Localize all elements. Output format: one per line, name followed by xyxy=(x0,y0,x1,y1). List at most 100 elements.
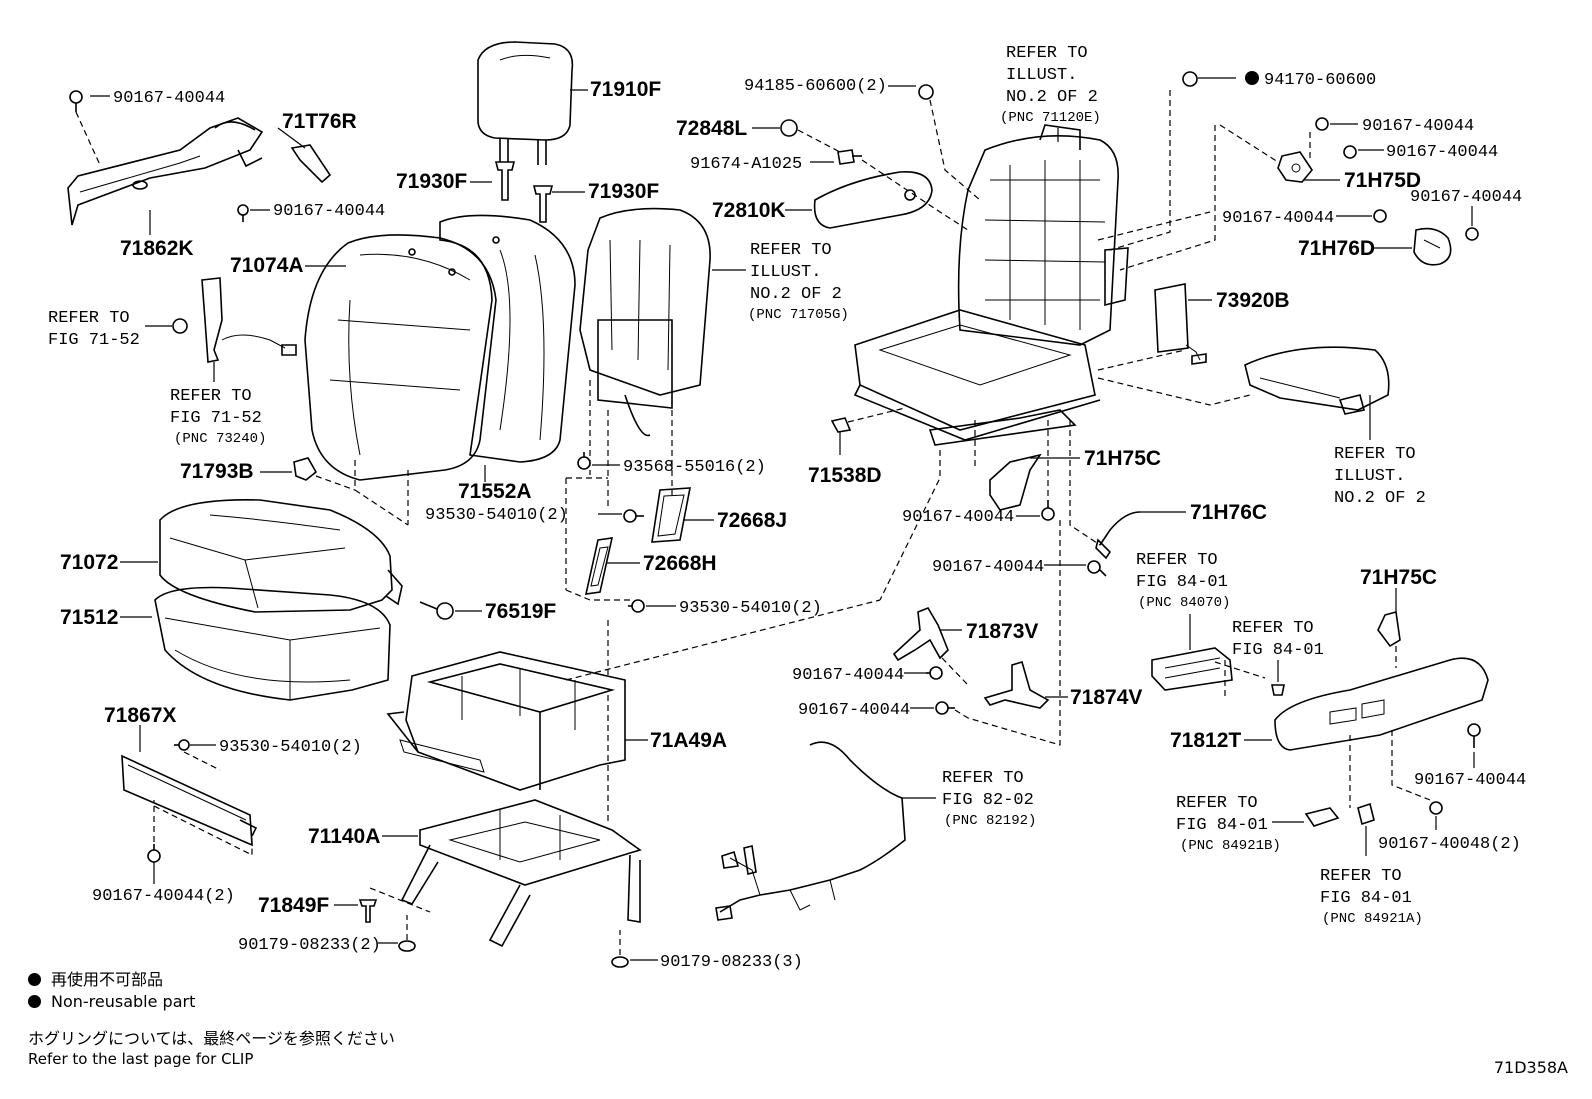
bolt-90167-topleft xyxy=(69,90,83,112)
nut-90179-2 xyxy=(398,940,416,952)
label-refer-illust-705-2: ILLUST. xyxy=(750,263,821,282)
part-71074a-seatback-cover xyxy=(304,234,497,481)
non-reusable-dot xyxy=(1245,71,1259,85)
label-90167-k: 90167-40044 xyxy=(1414,771,1526,790)
label-refer-fig8202-3: (PNC 82192) xyxy=(944,813,1036,829)
label-71072: 71072 xyxy=(60,551,118,574)
label-refer-fig8401-c3: (PNC 84921B) xyxy=(1180,838,1281,854)
bolt-90167-b xyxy=(237,204,249,222)
label-90167-b: 90167-40044 xyxy=(273,202,385,221)
label-73920b: 73920B xyxy=(1216,289,1290,312)
bolt-90167-i xyxy=(1373,209,1387,223)
label-71862k: 71862K xyxy=(120,237,194,260)
label-refer-fig8401-b2: FIG 84-01 xyxy=(1232,641,1324,660)
screw-93568 xyxy=(577,452,591,470)
part-side-cushion xyxy=(1244,346,1390,415)
label-refer-fig8401-a2: FIG 84-01 xyxy=(1136,573,1228,592)
label-71512: 71512 xyxy=(60,606,118,629)
part-71812t-side-shield xyxy=(1274,657,1489,751)
part-71512-seat-pad xyxy=(154,586,391,701)
label-71h75c-a: 71H75C xyxy=(1084,447,1161,470)
bolt-90167-2 xyxy=(147,844,161,863)
label-refer-illust-705-4: (PNC 71705G) xyxy=(748,307,849,323)
label-refer-illust-120-4: (PNC 71120E) xyxy=(1000,110,1101,126)
label-90167-topleft: 90167-40044 xyxy=(113,89,225,108)
part-71862k-side-cover xyxy=(67,117,264,226)
part-seatbelt-buckle xyxy=(172,277,297,363)
label-71h76d: 71H76D xyxy=(1298,237,1375,260)
label-90167-d: 90167-40044 xyxy=(932,558,1044,577)
part-71930f-guide-b xyxy=(532,185,554,223)
label-90167-i: 90167-40044 xyxy=(1222,209,1334,228)
part-71t76r-bracket xyxy=(290,144,332,184)
bolt-91674 xyxy=(837,149,862,165)
label-90167-g: 90167-40044 xyxy=(1362,117,1474,136)
label-71930f-b: 71930F xyxy=(588,180,659,203)
legend-en-nonreusable-text: Non-reusable part xyxy=(51,992,196,1011)
bolt-90167-h xyxy=(1343,145,1357,159)
label-71867x: 71867X xyxy=(104,704,176,727)
label-71538d: 71538D xyxy=(808,464,882,487)
part-71793b-clip xyxy=(293,457,318,481)
label-71552a: 71552A xyxy=(458,480,532,503)
label-refer-fig7152-a1: REFER TO xyxy=(48,309,130,328)
bolt-90167-d xyxy=(1087,560,1107,577)
part-switch-knob xyxy=(1271,684,1285,696)
non-reusable-dot-icon xyxy=(28,973,41,986)
legend-en-clip: Refer to the last page for CLIP xyxy=(28,1050,254,1068)
label-71812t: 71812T xyxy=(1170,729,1241,752)
label-93568: 93568-55016(2) xyxy=(623,458,766,477)
label-refer-illust-r2: ILLUST. xyxy=(1334,467,1405,486)
bolt-90167-48 xyxy=(1429,801,1443,815)
part-71910f-headrest xyxy=(477,41,574,165)
label-refer-fig8401-c1: REFER TO xyxy=(1176,794,1258,813)
part-72848l-knob xyxy=(780,119,798,137)
label-71793b: 71793B xyxy=(180,460,254,483)
label-refer-fig7152-b2: FIG 71-52 xyxy=(170,409,262,428)
part-switch-cover-b xyxy=(1304,807,1340,827)
label-refer-illust-705-1: REFER TO xyxy=(750,241,832,260)
label-refer-fig8401-c2: FIG 84-01 xyxy=(1176,816,1268,835)
part-72668j xyxy=(651,487,691,543)
screw-93530-a xyxy=(623,509,644,523)
diagram-code: 71D358A xyxy=(1493,1058,1568,1077)
bolt-90167-g xyxy=(1315,117,1329,131)
label-refer-fig8401-d3: (PNC 84921A) xyxy=(1322,911,1423,927)
label-94170: 94170-60600 xyxy=(1264,71,1376,90)
part-76519f-plug xyxy=(419,601,454,620)
part-wire-harness xyxy=(715,741,906,921)
part-72668h xyxy=(584,537,614,595)
label-refer-illust-705-3: NO.2 OF 2 xyxy=(750,285,842,304)
screw-93530-c xyxy=(174,739,190,751)
label-71a49a: 71A49A xyxy=(650,729,727,752)
label-refer-fig8401-a3: (PNC 84070) xyxy=(1138,595,1230,611)
label-refer-fig8202-1: REFER TO xyxy=(942,769,1024,788)
label-refer-illust-120-3: NO.2 OF 2 xyxy=(1006,88,1098,107)
label-71t76r: 71T76R xyxy=(282,110,357,133)
label-90167-j: 90167-40044 xyxy=(1410,188,1522,207)
nut-90179-3 xyxy=(611,956,629,968)
legend-jp-clip: ホグリングについては、最終ページを参照ください xyxy=(28,1029,395,1048)
part-seat-switch-box xyxy=(1151,647,1233,691)
label-71h76c: 71H76C xyxy=(1190,501,1267,524)
label-91674: 91674-A1025 xyxy=(690,155,802,174)
legend-jp-nonreusable-text: 再使用不可部品 xyxy=(51,970,164,989)
part-71867x-front-cover xyxy=(121,754,258,847)
label-90167-c: 90167-40044 xyxy=(902,508,1014,527)
part-71552a-seatback-pad xyxy=(439,214,576,463)
label-refer-illust-r1: REFER TO xyxy=(1334,445,1416,464)
label-90167-e: 90167-40044 xyxy=(792,666,904,685)
part-72810k-armrest xyxy=(813,171,933,229)
part-71h75d-bracket xyxy=(1277,151,1313,183)
part-71930f-guide-a xyxy=(494,161,516,201)
bolt-90167-e xyxy=(926,666,943,680)
part-71873v-bracket xyxy=(892,607,949,662)
label-refer-illust-120-2: ILLUST. xyxy=(1006,66,1077,85)
label-72668h: 72668H xyxy=(643,552,717,575)
part-71h76d-connector xyxy=(1413,227,1452,266)
part-switch-cover-a xyxy=(1357,802,1375,826)
label-90167-48: 90167-40048(2) xyxy=(1378,835,1521,854)
label-71h75d: 71H75D xyxy=(1344,169,1421,192)
label-refer-fig8202-2: FIG 82-02 xyxy=(942,791,1034,810)
label-90179-3: 90179-08233(3) xyxy=(660,953,803,972)
